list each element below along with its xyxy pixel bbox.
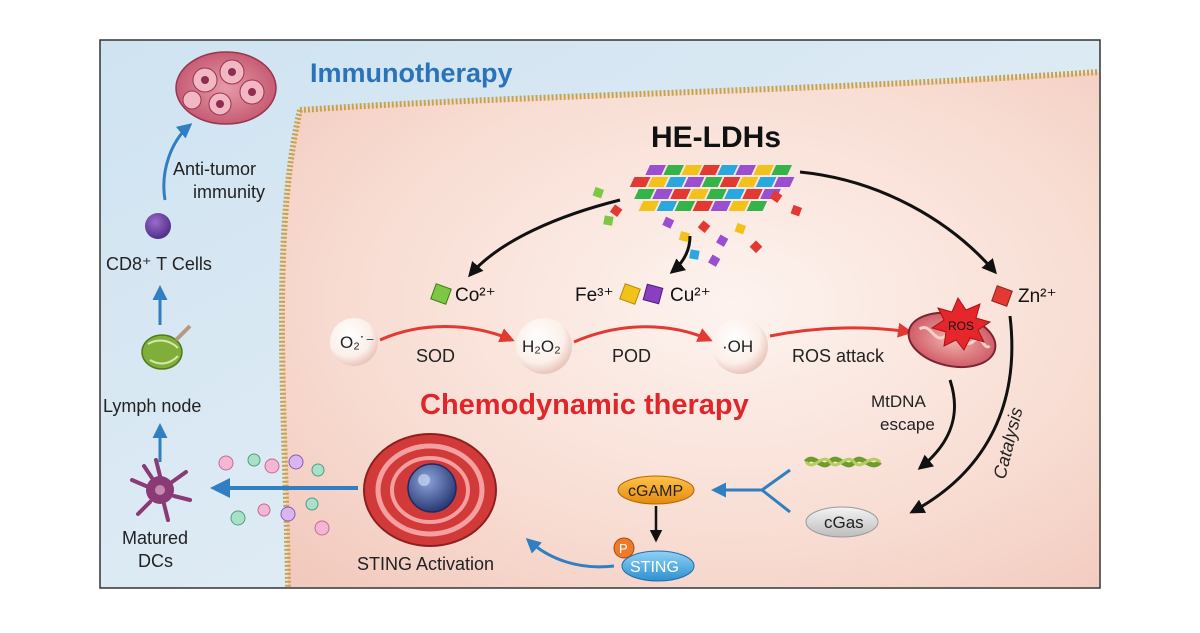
label-fe-ion: Fe³⁺ xyxy=(575,285,614,306)
hydroxyl-bubble xyxy=(712,318,768,374)
he-ldhs-mosaic-icon xyxy=(629,165,795,211)
tumor-cell-body xyxy=(281,72,1099,587)
arrow-catalysis xyxy=(909,315,1014,514)
label-p: P xyxy=(619,541,628,556)
zn-cube-icon xyxy=(991,285,1013,307)
endoplasmic-reticulum-icon xyxy=(363,433,497,547)
label-lymph-node: Lymph node xyxy=(103,396,201,416)
label-zn-ion: Zn²⁺ xyxy=(1018,286,1057,307)
co-cube-icon xyxy=(430,283,452,305)
label-h2o2: H₂O₂ xyxy=(522,337,561,356)
label-hydroxyl: ·OH xyxy=(722,337,753,356)
dendritic-cell-icon xyxy=(130,458,192,522)
title-immunotherapy: Immunotherapy xyxy=(310,58,513,88)
cd8-t-cell-icon xyxy=(145,213,171,239)
label-chemodynamic-therapy: Chemodynamic therapy xyxy=(420,389,749,421)
label-superoxide: O₂˙⁻ xyxy=(340,333,374,352)
label-cgas: cGas xyxy=(824,513,864,532)
cgamp-pill xyxy=(617,475,695,505)
label-immunity: immunity xyxy=(193,182,265,202)
label-anti-tumor: Anti-tumor xyxy=(173,159,256,179)
label-matured: Matured xyxy=(122,528,188,548)
label-he-ldhs: HE-LDHs xyxy=(651,121,781,154)
cgas-pill xyxy=(805,506,879,538)
arrow-ldh-to-co xyxy=(468,198,621,278)
sting-pill xyxy=(621,550,695,582)
label-sting-activation: STING Activation xyxy=(357,554,494,574)
label-cu-ion: Cu²⁺ xyxy=(670,285,711,306)
arrow-ros-attack xyxy=(769,322,913,338)
lymph-node-icon xyxy=(141,324,192,370)
arrow-ldh-to-zn xyxy=(799,170,997,275)
arrow-to-tumor xyxy=(162,123,193,201)
label-ros-badge: ROS xyxy=(948,319,974,333)
ros-burst-icon xyxy=(930,296,992,351)
label-cgamp: cGAMP xyxy=(628,483,683,500)
tumor-cluster-icon xyxy=(175,51,277,125)
label-escape: escape xyxy=(880,415,935,434)
arrow-sting-to-activation xyxy=(525,537,615,569)
label-pod: POD xyxy=(612,346,651,366)
label-mtdna: MtDNA xyxy=(871,392,926,411)
label-cd8-t-cells: CD8⁺ T Cells xyxy=(106,254,212,274)
scattered-ion-cubes xyxy=(592,186,803,267)
dna-helix-icon xyxy=(804,456,882,468)
cu-cube-icon xyxy=(642,283,664,305)
label-ros-attack: ROS attack xyxy=(792,346,885,366)
arrow-mtdna-escape xyxy=(917,379,957,470)
superoxide-bubble xyxy=(330,318,378,366)
label-co-ion: Co²⁺ xyxy=(455,285,496,306)
cell-membrane-top xyxy=(299,69,1100,113)
phosphate-badge xyxy=(613,537,635,559)
arrow-sod xyxy=(379,325,515,343)
h2o2-bubble xyxy=(516,318,572,374)
label-sod: SOD xyxy=(416,346,455,366)
arrow-ldh-to-fe-cu xyxy=(669,235,692,274)
released-particles xyxy=(218,453,330,536)
fe-cube-icon xyxy=(619,283,641,305)
label-sting: STING xyxy=(630,559,679,576)
label-dcs: DCs xyxy=(138,551,173,571)
arrow-pod xyxy=(573,325,713,344)
